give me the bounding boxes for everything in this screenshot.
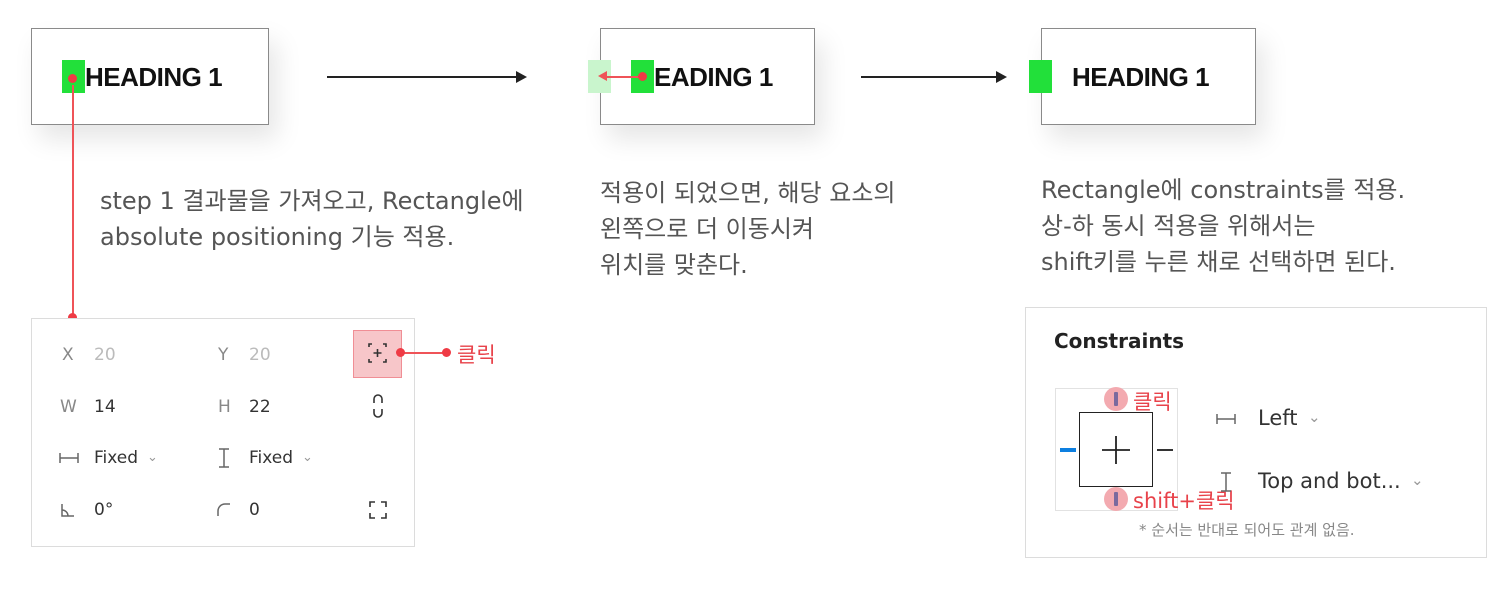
h-input[interactable]: 22 <box>249 397 271 417</box>
green-rectangle-step3 <box>1029 60 1052 93</box>
click-label-bottom: shift+클릭 <box>1133 489 1235 513</box>
height-mode-chevron-icon[interactable]: ⌄ <box>302 450 313 465</box>
vertical-resize-icon <box>219 448 229 468</box>
leader-dot-top <box>68 74 77 83</box>
move-left-line <box>604 76 642 78</box>
click-leader-dot-left <box>396 348 405 357</box>
absolute-position-button[interactable] <box>353 330 402 378</box>
bottom-constraint-handle[interactable] <box>1104 487 1128 511</box>
width-mode-select[interactable]: Fixed <box>94 448 139 468</box>
height-mode-select[interactable]: Fixed <box>249 448 294 468</box>
click-leader-line <box>400 352 446 354</box>
rotation-input[interactable]: 0° <box>94 500 114 520</box>
y-label: Y <box>218 345 229 365</box>
leader-dot-bottom <box>68 313 77 322</box>
step3-description-line2: 상-하 동시 적용을 위해서는 <box>1041 212 1316 240</box>
click-label-top: 클릭 <box>1133 390 1172 414</box>
step2-description: 적용이 되었으면, 해당 요소의 왼쪽으로 더 이동시켜 위치를 맞춘다. <box>600 175 895 283</box>
arrow-step1-to-step2 <box>327 76 517 78</box>
constraint-inner-box <box>1079 412 1153 487</box>
center-plus-icon[interactable] <box>1101 435 1131 465</box>
y-input[interactable]: 20 <box>249 345 271 365</box>
heading-text-step2: EADING 1 <box>654 62 773 92</box>
vertical-constraint-icon <box>1221 472 1231 492</box>
arrow-step2-to-step3 <box>861 76 997 78</box>
constrain-proportions-icon[interactable] <box>371 393 385 419</box>
step1-description-line2: absolute positioning 기능 적용. <box>100 223 455 251</box>
step3-description-line1: Rectangle에 constraints를 적용. <box>1041 176 1406 204</box>
top-constraint-handle[interactable] <box>1104 387 1128 411</box>
click-label-absolute: 클릭 <box>457 343 496 367</box>
heading-text-step3: HEADING 1 <box>1072 62 1210 92</box>
x-label: X <box>62 345 74 365</box>
rotation-icon <box>61 504 74 517</box>
step3-description: Rectangle에 constraints를 적용. 상-하 동시 적용을 위… <box>1041 172 1405 280</box>
corner-radius-input[interactable]: 0 <box>249 500 260 520</box>
order-note: * 순서는 반대로 되어도 관계 없음. <box>1139 521 1355 539</box>
left-constraint-active[interactable] <box>1060 448 1076 452</box>
step2-description-line3: 위치를 맞춘다. <box>600 251 748 279</box>
h-label: H <box>218 397 231 417</box>
width-mode-chevron-icon[interactable]: ⌄ <box>147 450 158 465</box>
absolute-position-icon <box>368 343 387 363</box>
step2-description-line2: 왼쪽으로 더 이동시켜 <box>600 215 814 243</box>
right-constraint[interactable] <box>1157 449 1173 451</box>
click-leader-dot-right <box>442 348 451 357</box>
step2-description-line1: 적용이 되었으면, 해당 요소의 <box>600 179 896 207</box>
step1-description: step 1 결과물을 가져오고, Rectangle에 absolute po… <box>100 183 524 255</box>
horizontal-resize-icon <box>59 453 79 463</box>
move-left-arrowhead <box>598 71 607 81</box>
horizontal-constraint-chevron-icon[interactable]: ⌄ <box>1308 408 1321 426</box>
heading-frame-step3 <box>1041 28 1256 125</box>
move-left-dot <box>638 72 647 81</box>
step1-description-line1: step 1 결과물을 가져오고, Rectangle에 <box>100 187 524 215</box>
horizontal-constraint-select[interactable]: Left <box>1258 406 1298 430</box>
step3-description-line3: shift키를 누른 채로 선택하면 된다. <box>1041 248 1396 276</box>
vertical-constraint-chevron-icon[interactable]: ⌄ <box>1411 471 1424 489</box>
arrow-head-1 <box>516 71 527 83</box>
arrow-head-2 <box>996 71 1007 83</box>
w-label: W <box>60 397 77 417</box>
leader-line-step1 <box>72 85 74 318</box>
corner-radius-icon <box>217 503 230 516</box>
vertical-constraint-select[interactable]: Top and bot... <box>1258 469 1401 493</box>
w-input[interactable]: 14 <box>94 397 116 417</box>
constraints-panel <box>1025 307 1487 558</box>
x-input[interactable]: 20 <box>94 345 116 365</box>
constraints-title: Constraints <box>1054 329 1185 353</box>
heading-text-step1: HEADING 1 <box>85 62 223 92</box>
properties-panel <box>31 318 415 547</box>
horizontal-constraint-icon <box>1216 414 1236 424</box>
independent-corners-icon[interactable] <box>368 500 388 520</box>
